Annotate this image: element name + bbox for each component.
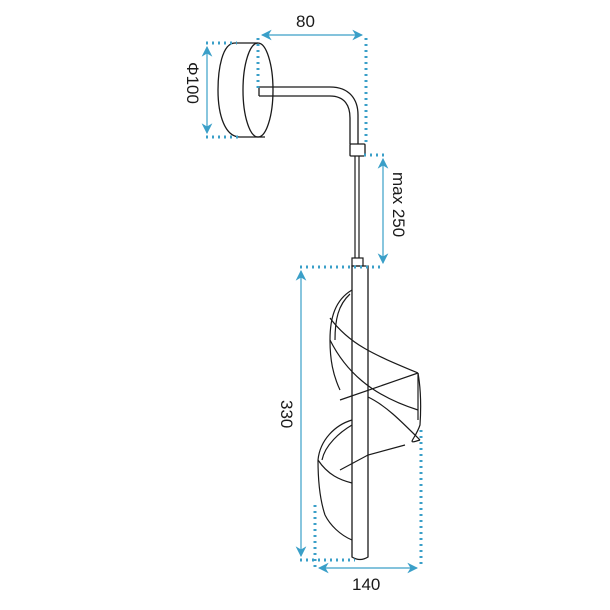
dim-cable-length [300,153,384,269]
arm-length-label: 80 [296,12,315,31]
shade-width-label: 140 [352,575,381,594]
shade-height-label: 330 [277,400,296,429]
lamp-tube [351,265,369,561]
base-diameter-label: Φ100 [183,62,202,104]
cable [351,156,364,267]
dim-arm-length [256,38,368,142]
lamp-arm [258,86,366,157]
dim-base-diameter [206,41,240,139]
wall-base [217,42,274,138]
dim-shade-width [313,430,423,568]
spiral-shade [317,289,422,541]
cable-length-label: max 250 [389,172,408,238]
